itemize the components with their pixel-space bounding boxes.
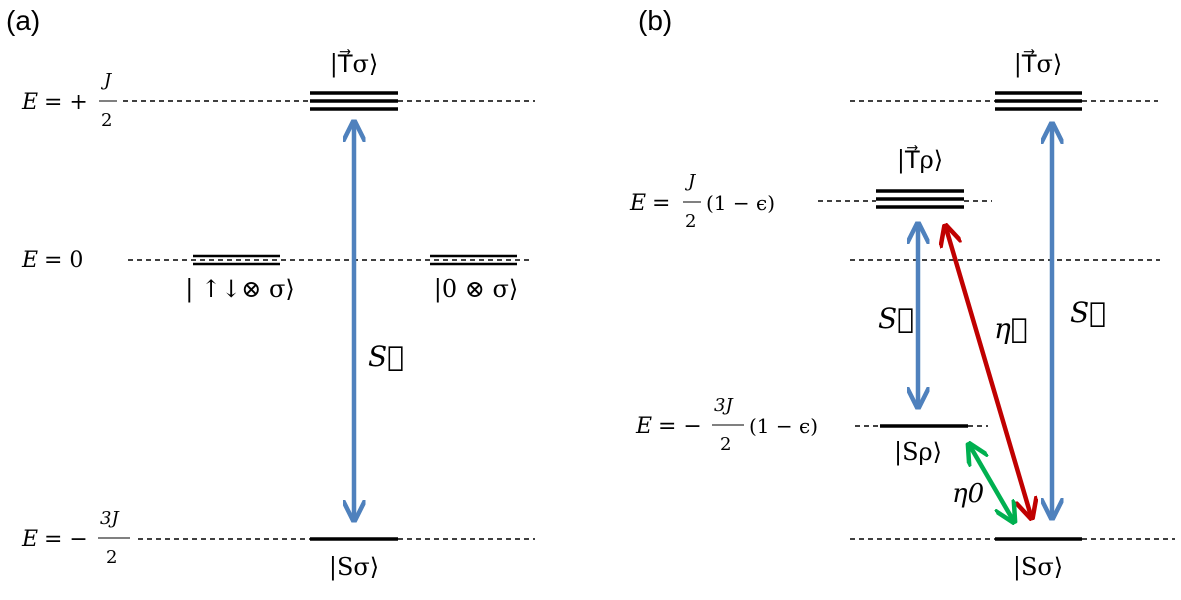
triplet-sigma-level-b <box>995 91 1082 111</box>
energy-label-a-middle: E = 0 <box>21 248 83 273</box>
singlet-rho-label: |Sρ⟩ <box>894 438 942 467</box>
svg-text:2: 2 <box>106 547 117 568</box>
updown-sigma-level <box>193 254 280 266</box>
triplet-sigma-label-b: |T⃗σ⟩ <box>1014 49 1063 79</box>
svg-text:E: E <box>635 414 652 439</box>
svg-text:E: E <box>21 527 38 552</box>
svg-text:(1 − ϵ): (1 − ϵ) <box>749 414 818 438</box>
energy-label-a-top: E = + J 2 <box>21 70 117 131</box>
energy-label-a-bottom: E = − 3J 2 <box>21 508 130 568</box>
svg-text:J: J <box>684 171 697 192</box>
svg-text:E: E <box>629 191 646 216</box>
svg-text:J: J <box>100 70 113 91</box>
spin-operator-label-b-right: S⃗ <box>1070 296 1106 329</box>
eta0-transition-arrow <box>970 446 1013 520</box>
triplet-sigma-level-a <box>310 91 398 111</box>
svg-text:3J: 3J <box>100 508 120 529</box>
energy-label-b-lower: E = − 3J 2 (1 − ϵ) <box>635 395 818 455</box>
svg-text:2: 2 <box>101 110 112 131</box>
updown-sigma-label: | ↑↓⊗ σ⟩ <box>185 275 294 304</box>
panel-a-label: (a) <box>6 5 40 36</box>
spin-operator-label-a: S⃗ <box>368 340 404 373</box>
panel-a: (a) E = + J 2 |T⃗σ⟩ E = 0 <box>6 5 535 582</box>
svg-text:2: 2 <box>720 434 731 455</box>
panel-b: (b) |T⃗σ⟩ E = J 2 (1 − ϵ) |T⃗ρ⟩ <box>629 5 1175 582</box>
zero-sigma-level <box>430 254 517 266</box>
svg-text:E: E <box>21 248 38 273</box>
svg-text:= 0: = 0 <box>44 248 83 273</box>
svg-text:=: = <box>652 191 670 216</box>
eta-operator-label: η⃗ <box>994 312 1028 345</box>
triplet-sigma-label-a: |T⃗σ⟩ <box>330 49 379 79</box>
svg-text:E: E <box>21 90 38 115</box>
eta-transition-arrow <box>946 228 1031 516</box>
svg-text:(1 − ϵ): (1 − ϵ) <box>706 191 775 215</box>
svg-text:= −: = − <box>44 527 88 552</box>
svg-text:3J: 3J <box>714 395 734 416</box>
singlet-sigma-label-b: |Sσ⟩ <box>1013 553 1063 582</box>
panel-b-label: (b) <box>638 5 672 36</box>
eta0-operator-label: η0 <box>952 479 984 509</box>
spin-operator-label-b-left: S⃗ <box>878 302 914 335</box>
singlet-sigma-label-a: |Sσ⟩ <box>329 553 379 582</box>
energy-label-b-upper: E = J 2 (1 − ϵ) <box>629 171 775 232</box>
zero-sigma-label: |0 ⊗ σ⟩ <box>434 275 518 304</box>
triplet-rho-level <box>876 189 964 209</box>
svg-text:= −: = − <box>658 414 702 439</box>
triplet-rho-label: |T⃗ρ⟩ <box>897 145 943 175</box>
svg-text:2: 2 <box>685 211 696 232</box>
svg-text:= +: = + <box>44 90 88 115</box>
